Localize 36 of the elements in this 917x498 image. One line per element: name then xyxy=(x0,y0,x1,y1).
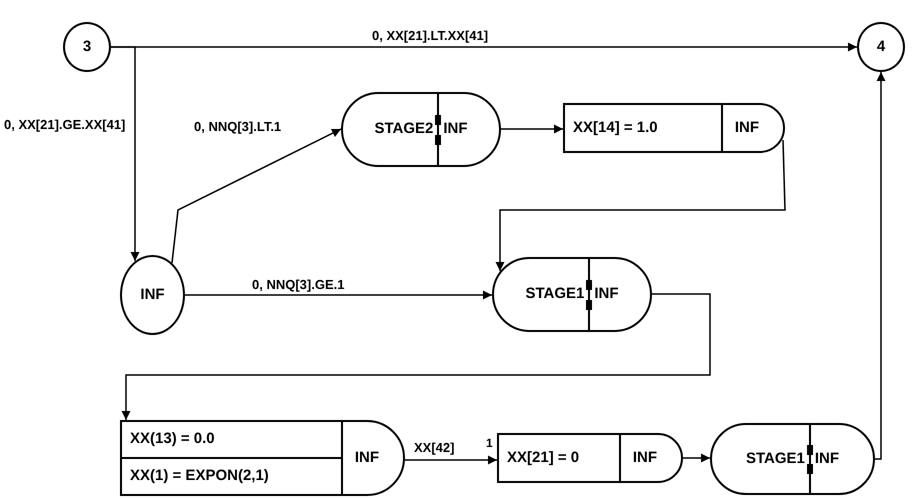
node-text: 3 xyxy=(82,36,92,57)
circle-node xyxy=(857,22,905,72)
node-text: INF xyxy=(594,284,619,304)
node-text: XX[14] = 1.0 xyxy=(573,118,658,138)
arrow xyxy=(111,46,140,261)
edge-label: 0, XX[21].GE.XX[41] xyxy=(2,118,128,131)
node-text: INF xyxy=(632,448,657,468)
edge-label: 0, NNQ[3].LT.1 xyxy=(192,120,284,133)
arrow xyxy=(405,456,497,464)
node-text: INF xyxy=(734,118,759,138)
arrow xyxy=(683,454,710,462)
edge-label: 0, XX[21].LT.XX[41] xyxy=(370,29,490,42)
arrow xyxy=(496,140,786,271)
arrow xyxy=(185,290,492,300)
node-text: INF xyxy=(814,448,840,469)
node-text: 4 xyxy=(876,36,886,57)
assign-node xyxy=(120,420,405,496)
assign-node xyxy=(497,433,683,483)
node-text: INF xyxy=(443,119,468,140)
node-text: XX(1) = EXPON(2,1) xyxy=(130,466,269,486)
node-text: XX[21] = 0 xyxy=(507,448,580,468)
node-text: STAGE1 xyxy=(746,448,805,469)
assign-node xyxy=(563,103,785,153)
arrow xyxy=(122,293,711,420)
node-text: XX(13) = 0.0 xyxy=(130,429,215,450)
arrow xyxy=(875,72,886,460)
node-text: INF xyxy=(354,448,379,468)
node-text: INF xyxy=(140,284,165,305)
node-text: STAGE1 xyxy=(525,284,584,304)
arrow xyxy=(171,128,342,264)
edge-label: 0, NNQ[3].GE.1 xyxy=(250,278,346,291)
annotation-text: 1 xyxy=(486,437,493,449)
circle-node xyxy=(63,22,111,72)
arrow xyxy=(501,124,563,134)
node-text: STAGE2 xyxy=(374,119,434,140)
edge-label: XX[42] xyxy=(412,441,456,454)
